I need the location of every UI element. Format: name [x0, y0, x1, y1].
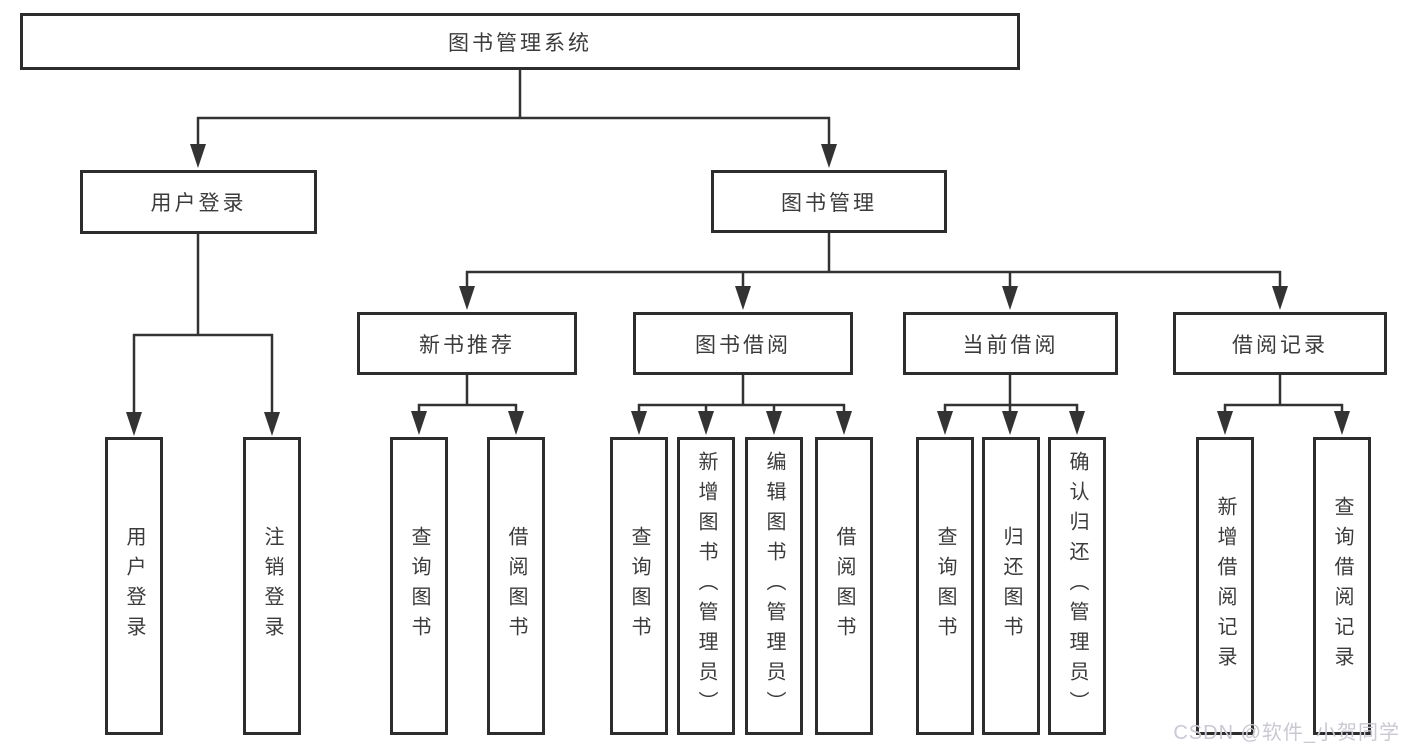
node-label: 借阅图书	[833, 526, 855, 646]
node-label: 查询图书	[934, 526, 956, 646]
node-user-login: 用户登录	[80, 170, 317, 234]
node-current-borrow: 当前借阅	[903, 312, 1118, 375]
leaf-borrow-add-book-admin: 新增图书（管理员）	[677, 437, 735, 735]
node-label: 当前借阅	[962, 333, 1059, 357]
watermark: CSDN @软件_小贺同学	[1173, 722, 1400, 744]
node-label: 新书推荐	[419, 333, 515, 357]
node-label: 借阅图书	[505, 526, 527, 646]
leaf-logout: 注销登录	[243, 437, 301, 735]
node-label: 查询图书	[628, 526, 650, 646]
leaf-records-add-borrow-record: 新增借阅记录	[1196, 437, 1254, 735]
node-new-book-recommend: 新书推荐	[357, 312, 577, 375]
leaf-newbook-borrow-book: 借阅图书	[487, 437, 545, 735]
leaf-current-return-book: 归还图书	[982, 437, 1040, 735]
leaf-user-login: 用户登录	[105, 437, 163, 735]
node-library-management-system: 图书管理系统	[20, 13, 1020, 70]
node-label: 注销登录	[261, 526, 283, 646]
node-label: 查询图书	[408, 526, 430, 646]
node-label: 图书管理系统	[448, 31, 592, 55]
node-label: 新增图书（管理员）	[695, 451, 717, 721]
node-label: 编辑图书（管理员）	[763, 451, 785, 721]
leaf-borrow-edit-book-admin: 编辑图书（管理员）	[745, 437, 803, 735]
node-label: 用户登录	[123, 526, 145, 646]
node-label: 图书借阅	[695, 333, 791, 357]
node-borrow-records: 借阅记录	[1173, 312, 1387, 375]
node-label: 新增借阅记录	[1214, 496, 1236, 676]
leaf-current-query-book: 查询图书	[916, 437, 974, 735]
node-book-borrow: 图书借阅	[633, 312, 853, 375]
node-label: 查询借阅记录	[1331, 496, 1353, 676]
leaf-current-confirm-return-admin: 确认归还（管理员）	[1048, 437, 1106, 735]
node-book-management: 图书管理	[711, 170, 947, 233]
node-label: 归还图书	[1000, 526, 1022, 646]
leaf-borrow-query-book: 查询图书	[610, 437, 668, 735]
node-label: 确认归还（管理员）	[1066, 451, 1088, 721]
node-label: 借阅记录	[1232, 333, 1328, 357]
leaf-newbook-query-book: 查询图书	[390, 437, 448, 735]
node-label: 用户登录	[150, 192, 247, 215]
leaf-borrow-borrow-book: 借阅图书	[815, 437, 873, 735]
leaf-records-query-borrow-record: 查询借阅记录	[1313, 437, 1371, 735]
node-label: 图书管理	[781, 191, 877, 215]
